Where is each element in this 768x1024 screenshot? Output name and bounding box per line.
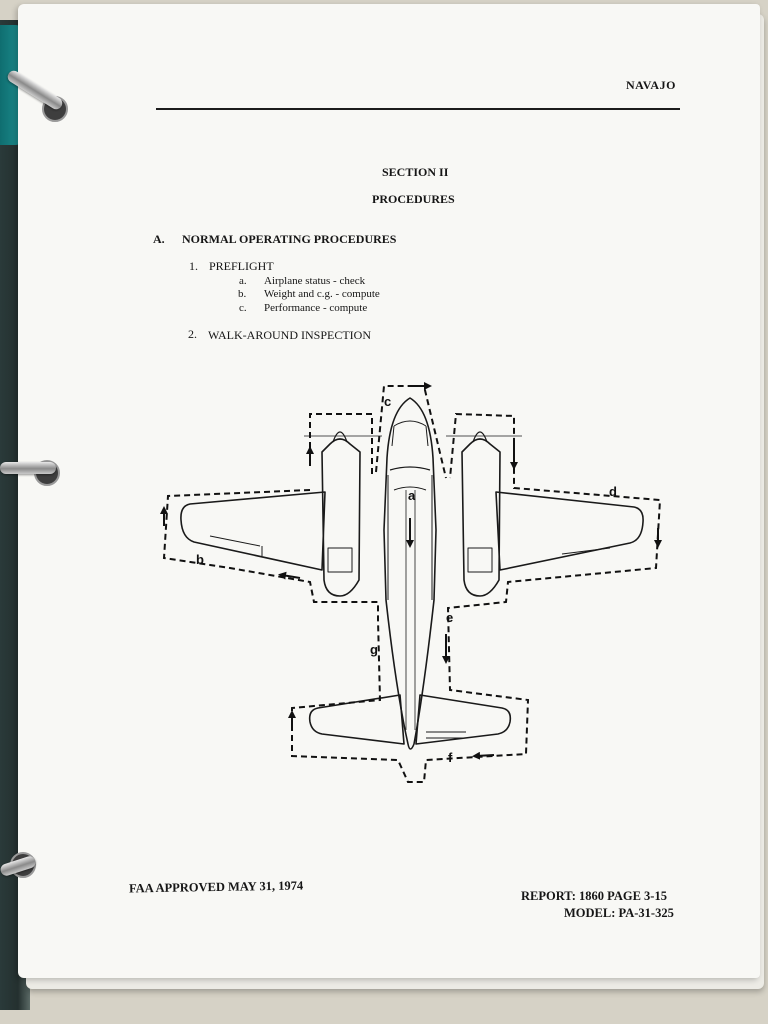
item-2-title: WALK-AROUND INSPECTION — [208, 328, 371, 342]
route-label-c: c — [384, 394, 391, 409]
subitem-letter: b. — [238, 288, 247, 300]
header-rule — [156, 108, 680, 110]
route-label-b: b — [196, 552, 204, 567]
section-number: SECTION II — [382, 165, 449, 179]
right-wing — [495, 491, 644, 571]
faa-approval: FAA APPROVED MAY 31, 1974 — [128, 878, 304, 896]
right-nacelle — [461, 438, 501, 597]
part-a-letter: A. — [153, 232, 165, 246]
route-arrow — [472, 751, 495, 760]
route-label-d: d — [609, 484, 617, 499]
subitem-text: Airplane status - check — [264, 275, 366, 287]
inspection-route — [162, 385, 662, 783]
airplane-outline — [180, 397, 644, 750]
subitem-letter: a. — [239, 275, 247, 287]
walk-around-diagram: a b c d e f g — [160, 382, 662, 783]
subitem-text: Performance - compute — [264, 302, 368, 314]
fuselage — [383, 397, 437, 750]
route-label-e: e — [446, 610, 453, 625]
route-label-f: f — [448, 750, 453, 765]
binder-tab — [0, 25, 20, 145]
subitem-text: Weight and c.g. - compute — [264, 288, 380, 300]
horizontal-tail — [308, 694, 405, 745]
document-page — [18, 4, 760, 978]
item-2-number: 2. — [188, 327, 197, 341]
item-1-number: 1. — [189, 259, 198, 273]
left-wing — [180, 491, 326, 571]
subitem-letter: c. — [239, 302, 247, 314]
route-label-g: g — [370, 642, 378, 657]
route-label-a: a — [408, 488, 416, 503]
model-number: MODEL: PA-31-325 — [564, 906, 674, 920]
section-title: PROCEDURES — [372, 192, 455, 206]
model-tag: NAVAJO — [626, 78, 676, 92]
route-arrow — [278, 571, 301, 580]
item-1-title: PREFLIGHT — [209, 259, 274, 273]
route-arrows — [160, 382, 662, 760]
route-path — [162, 385, 662, 783]
report-page: REPORT: 1860 PAGE 3-15 — [521, 889, 667, 903]
part-a-title: NORMAL OPERATING PROCEDURES — [182, 232, 397, 246]
binder-ring-middle — [0, 462, 56, 474]
left-nacelle — [321, 438, 361, 597]
